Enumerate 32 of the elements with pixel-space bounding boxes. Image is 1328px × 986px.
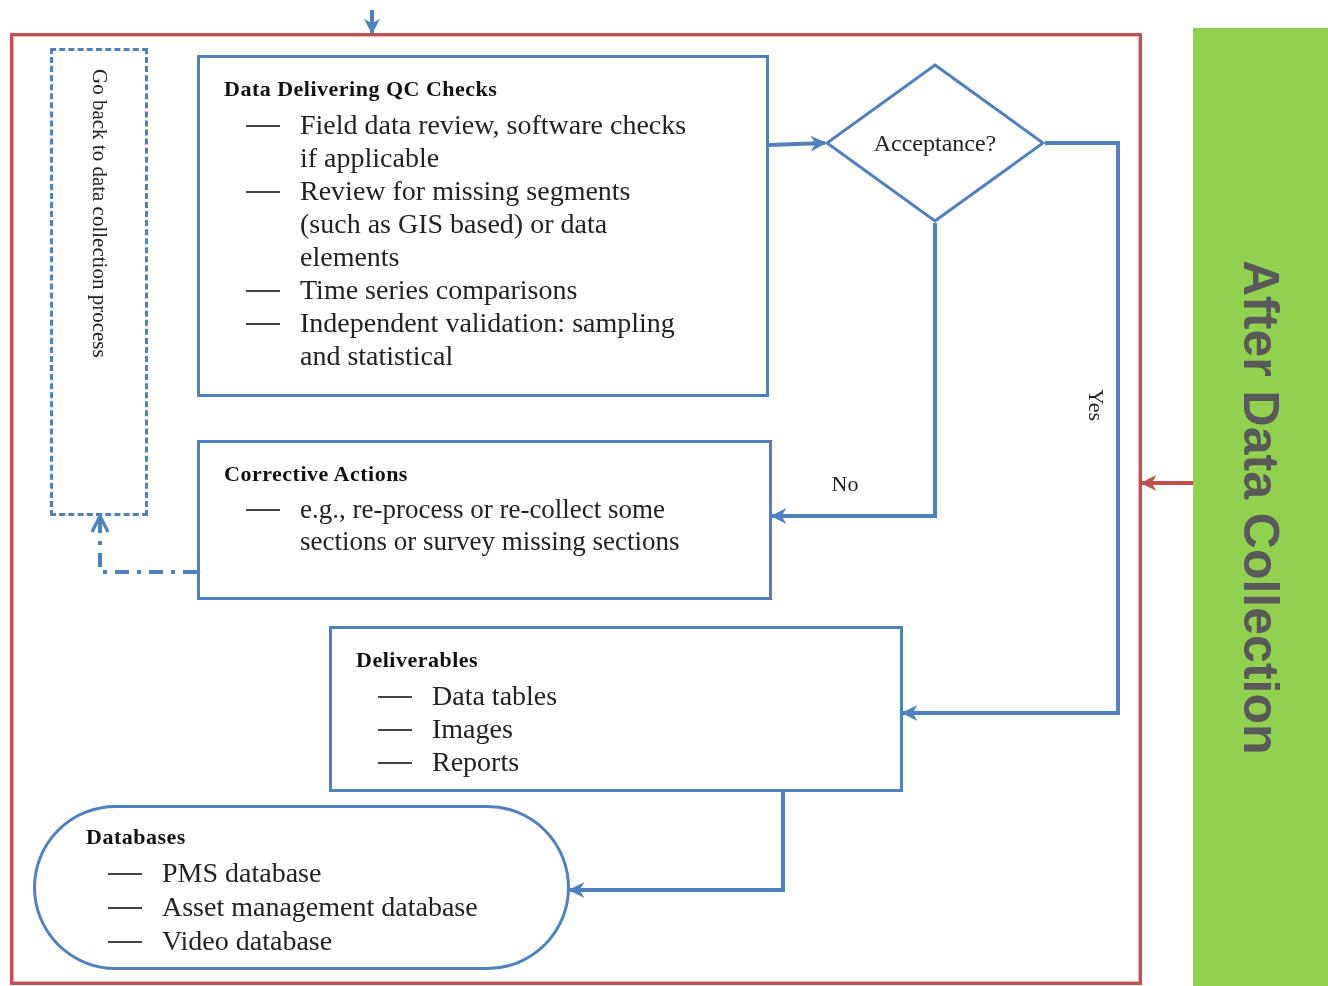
decision-diamond [825, 63, 1045, 223]
bullet-text: Time series comparisons [300, 273, 578, 306]
group-frame [10, 33, 1142, 985]
process-box [197, 440, 772, 600]
bullet-text: Images [432, 712, 513, 745]
bullet-text: Review for missing segments (such as GIS based) or data elements [300, 174, 632, 273]
bullet-text: Data tables [432, 679, 558, 712]
arrow [768, 135, 827, 152]
decision-text: Acceptance? [873, 129, 997, 157]
note-text: Go back to data collection process [86, 69, 112, 360]
bullet-text: Asset management database [162, 890, 478, 924]
arrow [568, 792, 785, 898]
arrow [364, 10, 380, 35]
process-box [329, 626, 903, 792]
process-box [197, 55, 769, 397]
arrow [770, 223, 937, 524]
arrow [90, 514, 197, 574]
box-heading: Data Delivering QC Checks [224, 76, 499, 102]
bullet-text: Reports [432, 745, 520, 778]
phase-band [1193, 28, 1328, 986]
box-heading: Corrective Actions [224, 461, 409, 487]
arrow [901, 141, 1120, 721]
bullet-text: Independent validation: sampling and statistical [300, 306, 676, 372]
note-box [50, 48, 148, 516]
box-heading: Databases [86, 824, 187, 850]
bullet-text: PMS database [162, 856, 322, 890]
bullet-text: e.g., re-process or re-collect some sections or survey missing sections [300, 493, 681, 557]
bullet-text: Video database [162, 924, 333, 958]
arrow [1140, 475, 1193, 491]
phase-title: After Data Collection [1231, 259, 1290, 755]
box-heading: Deliverables [356, 647, 480, 673]
bullet-text: Field data review, software checks if applicable [300, 108, 688, 174]
